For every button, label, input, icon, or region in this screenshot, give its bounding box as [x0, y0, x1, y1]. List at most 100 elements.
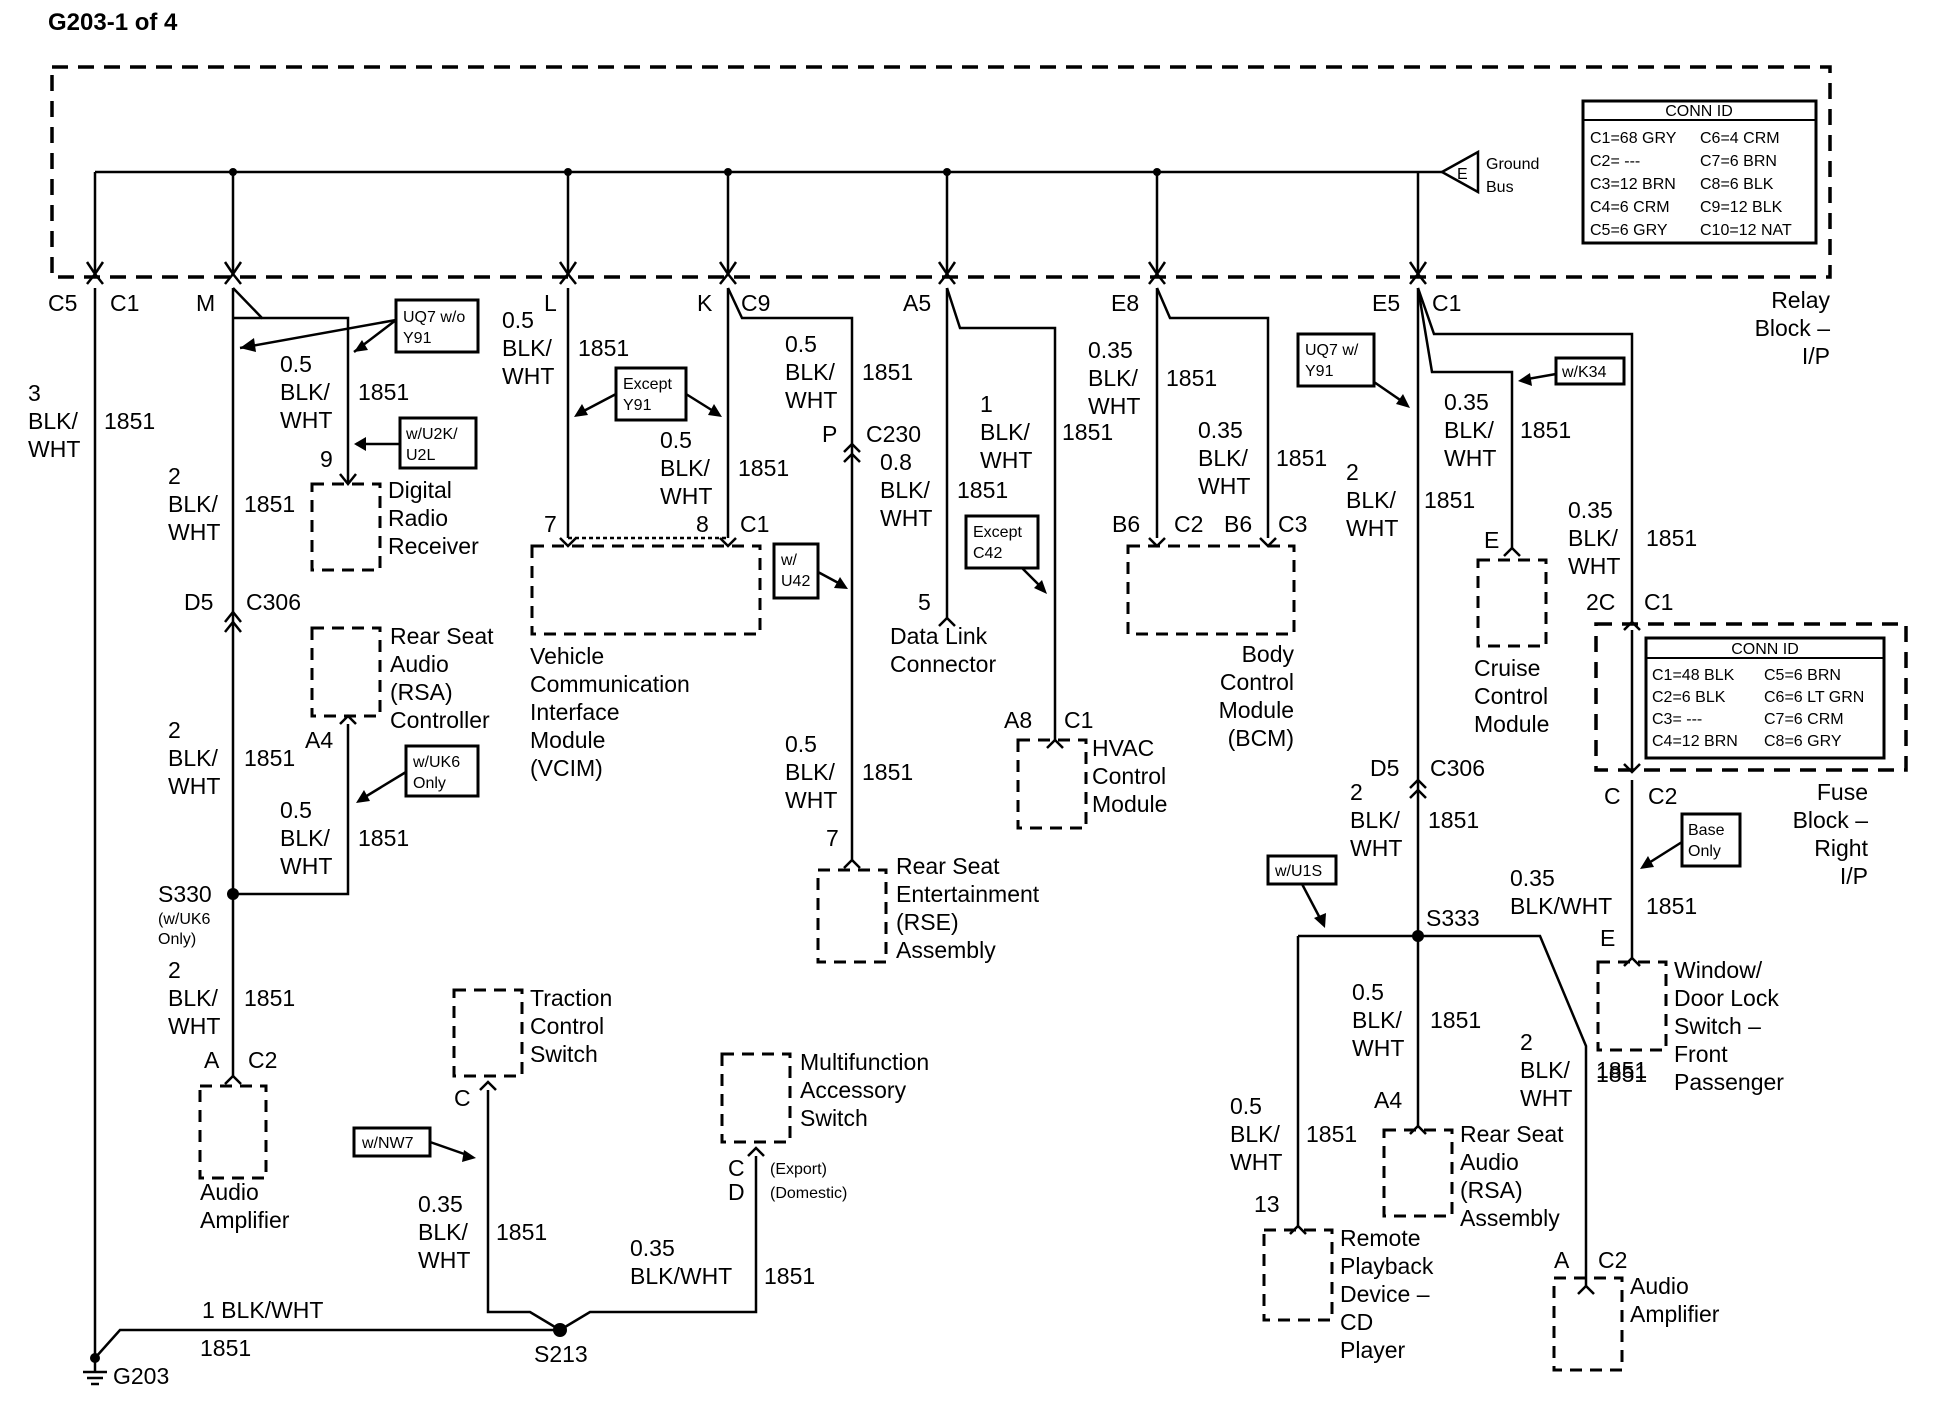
rsa-assembly: A4 Rear Seat Audio (RSA) Assembly [1374, 1087, 1564, 1231]
svg-text:S213: S213 [534, 1341, 588, 1367]
svg-text:2: 2 [1520, 1029, 1533, 1055]
wire-label-w4: 2 BLK/ WHT 1851 [168, 717, 295, 799]
svg-text:Receiver: Receiver [388, 533, 479, 559]
wire-label-w15: 2 BLK/ WHT 1851 [1346, 459, 1475, 541]
svg-text:Switch –: Switch – [1674, 1013, 1761, 1039]
svg-text:Control: Control [1220, 669, 1294, 695]
wire-label-w22: 0.5 BLK/ WHT 1851 [1230, 1093, 1357, 1175]
vcim-module: 7 8 C1 Vehicle Communication Interface M… [530, 511, 769, 781]
svg-text:BLK/: BLK/ [660, 455, 710, 481]
svg-text:2: 2 [168, 957, 181, 983]
svg-text:BLK/: BLK/ [1350, 807, 1400, 833]
svg-text:Door Lock: Door Lock [1674, 985, 1779, 1011]
svg-text:1851: 1851 [1596, 1057, 1647, 1083]
svg-text:Passenger: Passenger [1674, 1069, 1784, 1095]
svg-text:Audio: Audio [1630, 1273, 1689, 1299]
svg-text:C6=6 LT GRN: C6=6 LT GRN [1764, 689, 1864, 706]
svg-text:CONN ID: CONN ID [1665, 103, 1733, 120]
svg-text:0.5: 0.5 [785, 331, 817, 357]
svg-text:0.35: 0.35 [1198, 417, 1243, 443]
svg-text:0.35: 0.35 [1568, 497, 1613, 523]
svg-text:Bus: Bus [1486, 179, 1514, 196]
svg-text:WHT: WHT [785, 787, 837, 813]
svg-text:C1: C1 [1432, 290, 1461, 316]
svg-text:C6=4 CRM: C6=4 CRM [1700, 130, 1780, 147]
relay-pin-markers [85, 261, 1428, 285]
connector-c230: P C230 [822, 421, 921, 463]
svg-text:WHT: WHT [1350, 835, 1402, 861]
svg-text:BLK/: BLK/ [418, 1219, 468, 1245]
svg-text:A5: A5 [903, 290, 931, 316]
rse-assembly: 7 Rear Seat Entertainment (RSE) Assembly [816, 825, 1040, 964]
svg-text:C3= ---: C3= --- [1652, 711, 1702, 728]
svg-text:Device –: Device – [1340, 1281, 1430, 1307]
svg-text:C8=6 GRY: C8=6 GRY [1764, 733, 1842, 750]
option-w-nw7: w/NW7 [352, 1126, 476, 1162]
svg-text:C2: C2 [1648, 783, 1677, 809]
body-control-module: B6 C2 B6 C3 Body Control Module (BCM) [1112, 511, 1307, 751]
svg-text:Connector: Connector [890, 651, 996, 677]
svg-text:w/K34: w/K34 [1561, 364, 1607, 381]
svg-text:Base: Base [1688, 822, 1725, 839]
svg-text:0.5: 0.5 [280, 797, 312, 823]
svg-text:Amplifier: Amplifier [1630, 1301, 1720, 1327]
svg-text:Audio: Audio [200, 1179, 259, 1205]
svg-text:5: 5 [918, 589, 931, 615]
wire-label-w25: 1 BLK/WHT 1851 [200, 1297, 323, 1361]
wire-label-w24: 0.35 BLK/WHT 1851 [630, 1235, 815, 1289]
svg-text:Only: Only [413, 775, 446, 792]
svg-text:Rear Seat: Rear Seat [390, 623, 494, 649]
svg-text:w/: w/ [780, 552, 798, 569]
wire-label-w17: 0.35 BLK/ WHT 1851 [1568, 497, 1697, 579]
traction-control-switch: Traction Control Switch C [452, 985, 612, 1111]
svg-text:BLK/: BLK/ [1088, 365, 1138, 391]
svg-text:0.35: 0.35 [1444, 389, 1489, 415]
svg-text:E8: E8 [1111, 290, 1139, 316]
svg-text:1851: 1851 [244, 491, 295, 517]
svg-text:WHT: WHT [280, 853, 332, 879]
svg-text:w/UK6: w/UK6 [412, 754, 460, 771]
svg-text:WHT: WHT [1230, 1149, 1282, 1175]
wire-label-w7: 0.5 BLK/ WHT 1851 [502, 307, 629, 389]
svg-text:UQ7 w/o: UQ7 w/o [403, 309, 465, 326]
svg-text:WHT: WHT [418, 1247, 470, 1273]
svg-text:C10=12 NAT: C10=12 NAT [1700, 222, 1792, 239]
svg-text:Communication: Communication [530, 671, 690, 697]
svg-text:Module: Module [1092, 791, 1167, 817]
svg-text:1: 1 [980, 391, 993, 417]
svg-text:C1=48 BLK: C1=48 BLK [1652, 667, 1735, 684]
svg-text:C: C [454, 1085, 471, 1111]
svg-text:1851: 1851 [1646, 893, 1697, 919]
svg-text:0.8: 0.8 [880, 449, 912, 475]
svg-text:1851: 1851 [1276, 445, 1327, 471]
wire-label-w8: 0.5 BLK/ WHT 1851 [660, 427, 789, 509]
svg-text:1851: 1851 [358, 825, 409, 851]
svg-text:C1: C1 [110, 290, 139, 316]
svg-text:(RSA): (RSA) [1460, 1177, 1523, 1203]
svg-text:B6: B6 [1224, 511, 1252, 537]
fuse-block-outline [1594, 622, 1908, 772]
wire-label-w12: 1 BLK/ WHT 1851 [980, 391, 1113, 473]
svg-text:Except: Except [623, 376, 672, 393]
svg-text:Audio: Audio [1460, 1149, 1519, 1175]
svg-text:B6: B6 [1112, 511, 1140, 537]
svg-text:1851: 1851 [957, 477, 1008, 503]
svg-text:WHT: WHT [1352, 1035, 1404, 1061]
svg-text:C1=68 GRY: C1=68 GRY [1590, 130, 1677, 147]
svg-text:(VCIM): (VCIM) [530, 755, 603, 781]
svg-text:C: C [1604, 783, 1621, 809]
svg-text:C2: C2 [1174, 511, 1203, 537]
svg-text:WHT: WHT [280, 407, 332, 433]
svg-text:C2: C2 [248, 1047, 277, 1073]
svg-text:Amplifier: Amplifier [200, 1207, 290, 1233]
svg-text:C42: C42 [973, 545, 1002, 562]
svg-text:C1: C1 [1644, 589, 1673, 615]
option-except-c42: Except C42 [964, 514, 1047, 594]
cd-player-device: 13 Remote Playback Device – CD Player [1254, 1191, 1434, 1363]
svg-text:1851: 1851 [104, 408, 155, 434]
svg-text:BLK/: BLK/ [1230, 1121, 1280, 1147]
svg-text:Control: Control [530, 1013, 604, 1039]
relay-block-outline [50, 65, 1832, 279]
svg-text:(Domestic): (Domestic) [770, 1185, 847, 1202]
svg-text:CD: CD [1340, 1309, 1373, 1335]
